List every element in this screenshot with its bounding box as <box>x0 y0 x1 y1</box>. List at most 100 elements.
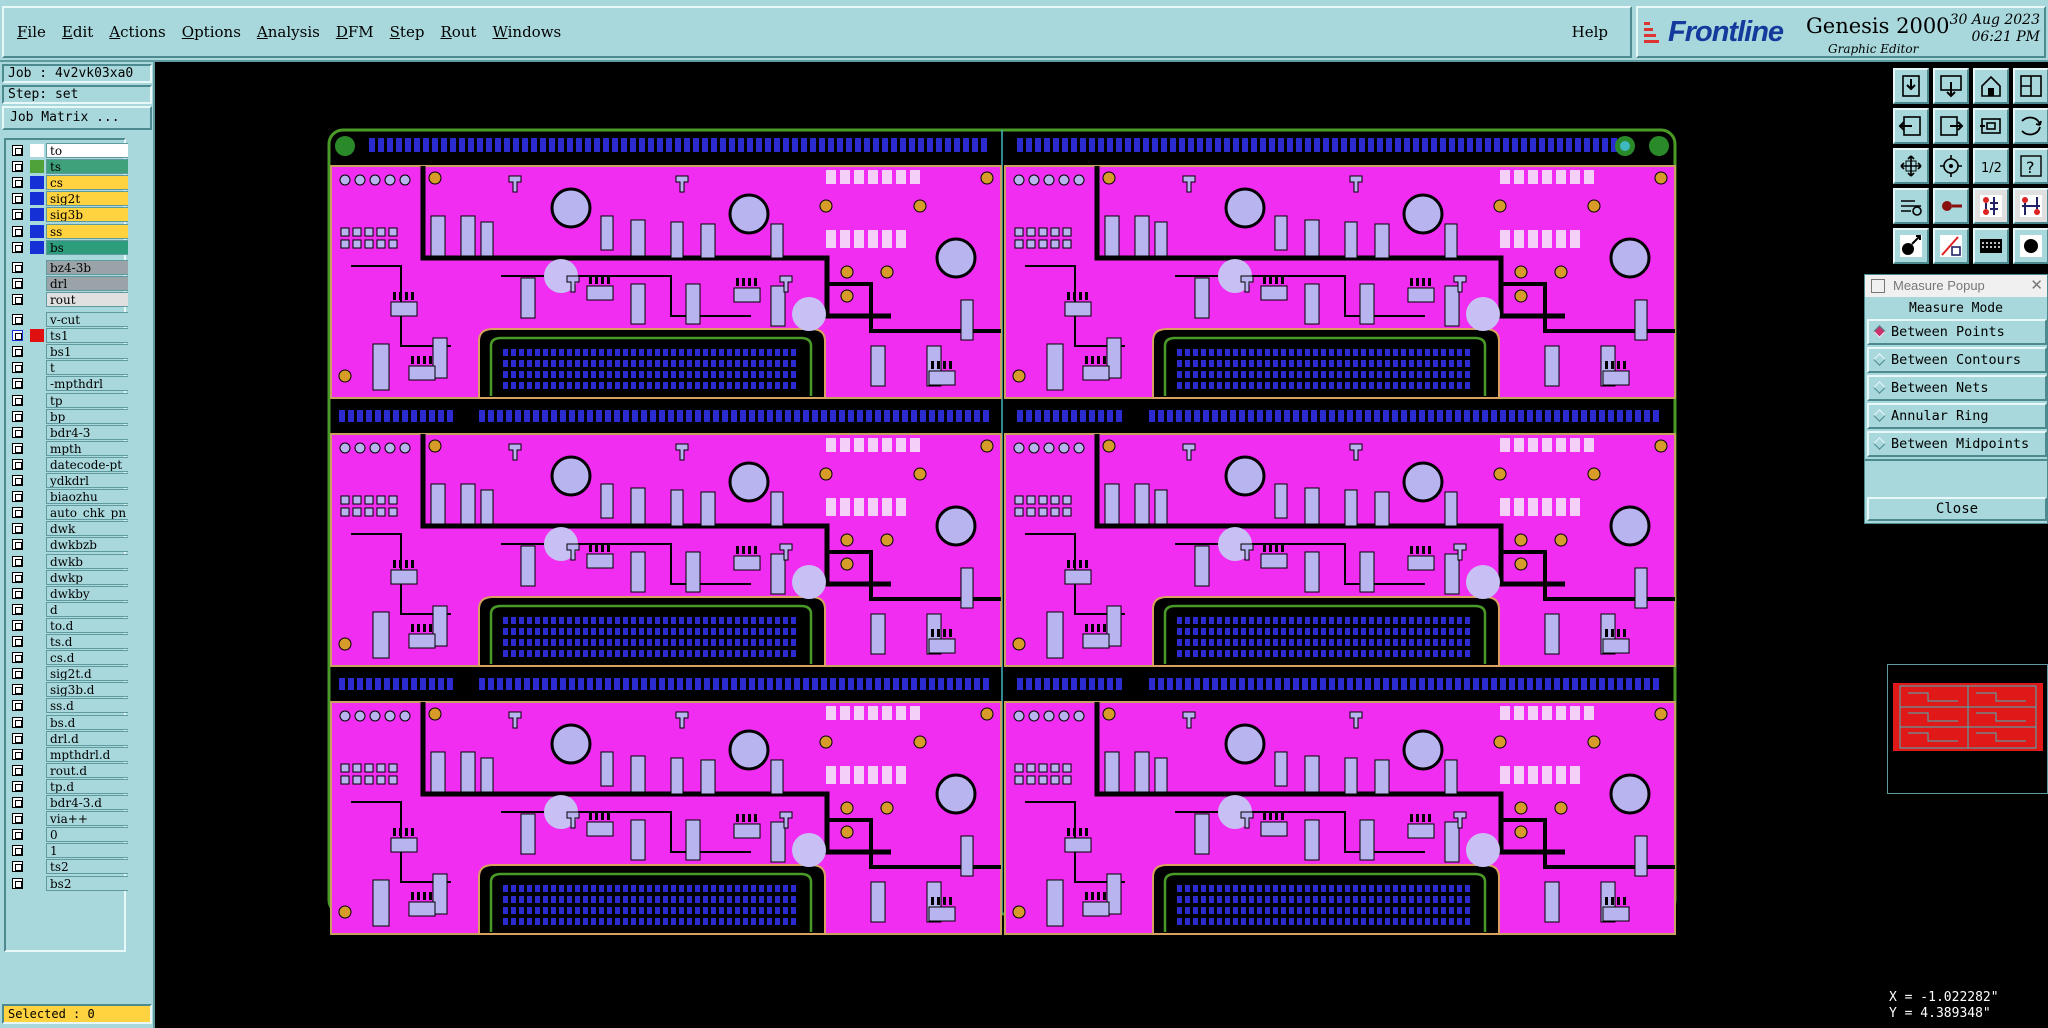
layer-list-scrollbar[interactable] <box>128 138 150 952</box>
layer-checkbox[interactable] <box>12 261 23 273</box>
layer-color-swatch[interactable] <box>30 715 44 729</box>
layer-color-swatch[interactable] <box>30 240 44 254</box>
layer-color-swatch[interactable] <box>30 260 44 274</box>
layer-row-ts.d[interactable]: ts.d <box>8 634 132 649</box>
layer-row-dwkb[interactable]: dwkb <box>8 553 132 569</box>
pcb-panel-view[interactable] <box>157 62 1885 1028</box>
layer-color-swatch[interactable] <box>30 554 44 568</box>
layer-row-bdr4-3[interactable]: bdr4-3 <box>8 424 132 440</box>
layer-name[interactable]: bp <box>46 408 132 424</box>
layer-name[interactable]: bs <box>46 239 132 255</box>
draw-button[interactable] <box>1933 228 1969 264</box>
layer-name[interactable]: bdr4-3 <box>46 424 132 440</box>
layer-color-swatch[interactable] <box>30 490 44 504</box>
layer-checkbox[interactable] <box>12 668 23 680</box>
layer-checkbox[interactable] <box>12 507 23 519</box>
layer-name[interactable]: bz4-3b <box>46 259 132 275</box>
layer-name[interactable]: auto_chk_pn <box>46 505 132 521</box>
layer-color-swatch[interactable] <box>30 828 44 842</box>
zoom-home-button[interactable] <box>1893 68 1929 104</box>
undo-button[interactable] <box>2013 108 2048 144</box>
layer-checkbox[interactable] <box>12 442 23 454</box>
pan-left-button[interactable] <box>1893 108 1929 144</box>
layer-checkbox[interactable] <box>12 845 23 857</box>
layer-color-swatch[interactable] <box>30 731 44 745</box>
layer-color-swatch[interactable] <box>30 747 44 761</box>
layer-color-swatch[interactable] <box>30 635 44 648</box>
layer-name[interactable]: rout.d <box>46 762 132 778</box>
pad-button[interactable] <box>2013 228 2048 264</box>
layer-checkbox[interactable] <box>12 587 23 599</box>
layer-name[interactable]: to <box>46 143 132 158</box>
mode-annular-ring[interactable]: Annular Ring <box>1867 403 2047 429</box>
layer-color-swatch[interactable] <box>30 409 44 423</box>
layer-row-v-cut[interactable]: v-cut <box>8 312 132 327</box>
layer-checkbox[interactable] <box>12 346 23 358</box>
layer-row-cs[interactable]: cs <box>8 175 132 191</box>
layer-row-auto_chk_pn[interactable]: auto_chk_pn <box>8 505 132 521</box>
pcb-net-button[interactable] <box>1973 188 2009 224</box>
layer-name[interactable]: via++ <box>46 811 132 827</box>
layer-name[interactable]: dwk <box>46 521 132 537</box>
layer-checkbox[interactable] <box>12 877 23 889</box>
layer-checkbox[interactable] <box>12 378 23 390</box>
layer-row-bs.d[interactable]: bs.d <box>8 714 132 730</box>
layer-color-swatch[interactable] <box>30 345 44 359</box>
layer-name[interactable]: ts2 <box>46 859 132 875</box>
layer-checkbox[interactable] <box>12 764 23 776</box>
layer-checkbox[interactable] <box>12 652 23 664</box>
layer-name[interactable]: dwkp <box>46 569 132 585</box>
layer-color-swatch[interactable] <box>30 329 44 343</box>
layer-checkbox[interactable] <box>12 293 23 305</box>
layer-row-dwkp[interactable]: dwkp <box>8 569 132 585</box>
layer-row-sig3b[interactable]: sig3b <box>8 207 132 223</box>
layer-color-swatch[interactable] <box>30 651 44 665</box>
layer-checkbox[interactable] <box>12 619 23 631</box>
layer-checkbox[interactable] <box>12 861 23 873</box>
half-scale-button[interactable]: 1/2 <box>1973 148 2009 184</box>
graphic-canvas[interactable] <box>157 62 1885 1028</box>
layer-color-swatch[interactable] <box>30 276 44 290</box>
layer-row-drl.d[interactable]: drl.d <box>8 730 132 746</box>
mode-between-points[interactable]: Between Points <box>1867 319 2047 345</box>
layer-row-bdr4-3.d[interactable]: bdr4-3.d <box>8 795 132 810</box>
layer-row-bs2[interactable]: bs2 <box>8 875 132 891</box>
layer-color-swatch[interactable] <box>30 224 44 238</box>
layer-name[interactable]: dwkb <box>46 553 132 569</box>
layer-color-swatch[interactable] <box>30 860 44 874</box>
layer-row-bz4-3b[interactable]: bz4-3b <box>8 259 132 275</box>
layer-row-biaozhu[interactable]: biaozhu <box>8 489 132 505</box>
layer-color-swatch[interactable] <box>30 192 44 206</box>
layer-color-swatch[interactable] <box>30 441 44 455</box>
mode-between-contours[interactable]: Between Contours <box>1867 347 2047 373</box>
zoom-area-button[interactable] <box>1933 148 1969 184</box>
layer-color-swatch[interactable] <box>30 506 44 520</box>
layer-checkbox[interactable] <box>12 177 23 189</box>
layer-name[interactable]: mpthdrl.d <box>46 746 132 762</box>
layer-color-swatch[interactable] <box>30 160 44 174</box>
layer-name[interactable]: bs2 <box>46 875 132 891</box>
layer-name[interactable]: tp <box>46 392 132 408</box>
menu-help[interactable]: Help <box>1571 23 1608 41</box>
layer-checkbox[interactable] <box>12 732 23 744</box>
layer-color-swatch[interactable] <box>30 144 44 157</box>
zoom-down-button[interactable] <box>1933 68 1969 104</box>
layer-checkbox[interactable] <box>12 684 23 696</box>
layer-checkbox[interactable] <box>12 314 23 325</box>
layer-name[interactable]: dwkbzb <box>46 537 132 553</box>
layer-checkbox[interactable] <box>12 209 23 221</box>
menu-dfm[interactable]: DFM <box>336 23 374 41</box>
close-button[interactable]: Close <box>1867 497 2047 521</box>
layer-checkbox[interactable] <box>12 797 23 808</box>
layer-name[interactable]: ts.d <box>46 634 132 649</box>
layer-row-sig2t.d[interactable]: sig2t.d <box>8 666 132 682</box>
layer-color-swatch[interactable] <box>30 876 44 890</box>
layer-row-to[interactable]: to <box>8 143 132 158</box>
layer-name[interactable]: d <box>46 601 132 617</box>
layer-row-tp.d[interactable]: tp.d <box>8 778 132 794</box>
mode-between-nets[interactable]: Between Nets <box>1867 375 2047 401</box>
layer-row-dwkby[interactable]: dwkby <box>8 585 132 601</box>
layer-checkbox[interactable] <box>12 193 23 205</box>
layer-row-sig2t[interactable]: sig2t <box>8 191 132 207</box>
layer-name[interactable]: sig3b.d <box>46 682 132 698</box>
